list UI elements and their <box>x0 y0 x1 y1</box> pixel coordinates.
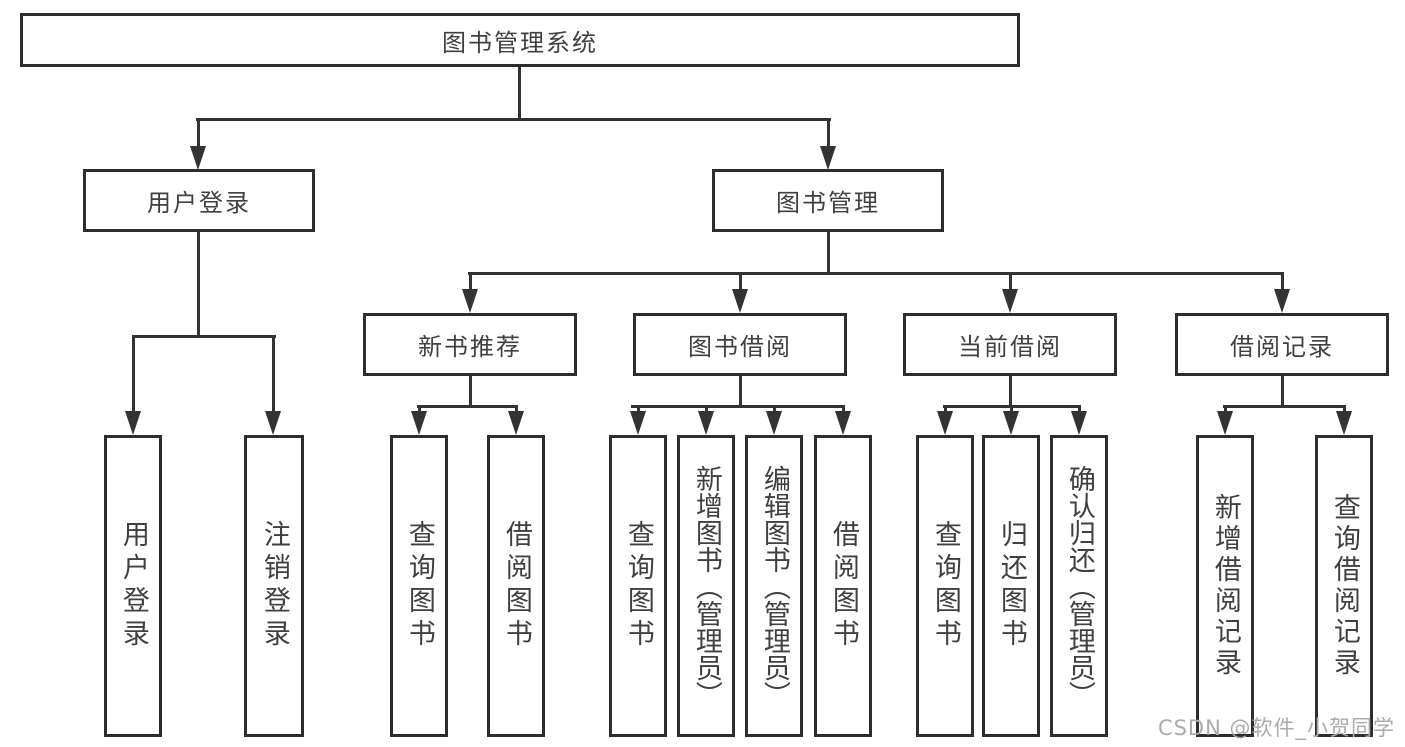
arrow-down-icon <box>1336 411 1352 435</box>
csdn-watermark: CSDN @软件_小贺同学 <box>1157 716 1395 740</box>
arrow-down-icon <box>1002 289 1018 313</box>
leaf-label: 借阅图书 <box>500 520 532 652</box>
leaf-label: 归还图书 <box>995 520 1027 652</box>
leaf-label: 编辑图书（管理员） <box>758 464 790 708</box>
connector-line <box>1223 405 1346 408</box>
node-leaf-return-books: 归还图书 <box>982 435 1040 737</box>
leaf-label: 查询图书 <box>403 520 435 652</box>
arrow-down-icon <box>937 411 953 435</box>
node-book-borrow: 图书借阅 <box>633 313 847 376</box>
connector-line <box>631 405 845 408</box>
arrow-down-icon <box>698 411 714 435</box>
arrow-down-icon <box>411 411 427 435</box>
node-leaf-borrow-books-recommend: 借阅图书 <box>487 435 545 737</box>
arrow-down-icon <box>1071 411 1087 435</box>
node-leaf-query-books-borrow: 查询图书 <box>609 435 667 737</box>
arrow-down-icon <box>766 411 782 435</box>
node-leaf-query-books-current: 查询图书 <box>916 435 974 737</box>
leaf-label: 确认归还（管理员） <box>1063 464 1095 708</box>
connector-line <box>1281 275 1284 289</box>
connector-line <box>739 376 742 408</box>
arrow-down-icon <box>265 411 281 435</box>
connector-line <box>1009 275 1012 289</box>
node-leaf-edit-books-admin: 编辑图书（管理员） <box>745 435 803 737</box>
arrow-down-icon <box>125 411 141 435</box>
node-leaf-query-borrow-record: 查询借阅记录 <box>1315 435 1373 737</box>
node-leaf-logout: 注销登录 <box>244 435 304 737</box>
leaf-label: 新增借阅记录 <box>1209 493 1241 679</box>
arrow-down-icon <box>1274 289 1290 313</box>
leaf-label: 借阅图书 <box>827 520 859 652</box>
node-leaf-query-books-recommend: 查询图书 <box>390 435 448 737</box>
arrow-down-icon <box>732 289 748 313</box>
connector-line <box>1009 376 1012 408</box>
connector-line <box>197 118 200 148</box>
arrow-down-icon <box>835 411 851 435</box>
node-leaf-borrow-books: 借阅图书 <box>814 435 872 737</box>
arrow-down-icon <box>1217 411 1233 435</box>
connector-line <box>196 118 831 121</box>
connector-line <box>469 376 472 408</box>
arrow-down-icon <box>820 146 836 170</box>
connector-line <box>827 232 830 275</box>
node-leaf-user-login: 用户登录 <box>104 435 162 737</box>
node-borrow-records: 借阅记录 <box>1175 313 1389 376</box>
connector-line <box>417 405 518 408</box>
connector-line <box>272 338 275 412</box>
connector-line <box>827 118 830 148</box>
connector-line <box>468 272 1284 275</box>
node-new-book-recommend: 新书推荐 <box>363 313 577 376</box>
connector-line <box>1281 376 1284 408</box>
node-leaf-add-borrow-record: 新增借阅记录 <box>1196 435 1254 737</box>
connector-line <box>469 275 472 289</box>
node-current-borrow: 当前借阅 <box>903 313 1117 376</box>
leaf-label: 查询图书 <box>622 520 654 652</box>
leaf-label: 新增图书（管理员） <box>690 464 722 708</box>
node-user-login: 用户登录 <box>83 169 315 232</box>
leaf-label: 查询借阅记录 <box>1328 493 1360 679</box>
connector-line <box>197 232 200 338</box>
leaf-label: 用户登录 <box>117 520 149 652</box>
arrow-down-icon <box>630 411 646 435</box>
leaf-label: 查询图书 <box>929 520 961 652</box>
arrow-down-icon <box>190 146 206 170</box>
arrow-down-icon <box>1003 411 1019 435</box>
connector-line <box>943 405 1081 408</box>
leaf-label: 注销登录 <box>258 520 290 652</box>
node-leaf-confirm-return-admin: 确认归还（管理员） <box>1050 435 1108 737</box>
connector-line <box>132 338 135 412</box>
connector-line <box>132 335 276 338</box>
connector-line <box>518 67 521 121</box>
node-book-management: 图书管理 <box>712 169 944 232</box>
node-leaf-add-books-admin: 新增图书（管理员） <box>677 435 735 737</box>
arrow-down-icon <box>462 289 478 313</box>
arrow-down-icon <box>508 411 524 435</box>
node-library-management-system: 图书管理系统 <box>20 13 1020 67</box>
connector-line <box>739 275 742 289</box>
